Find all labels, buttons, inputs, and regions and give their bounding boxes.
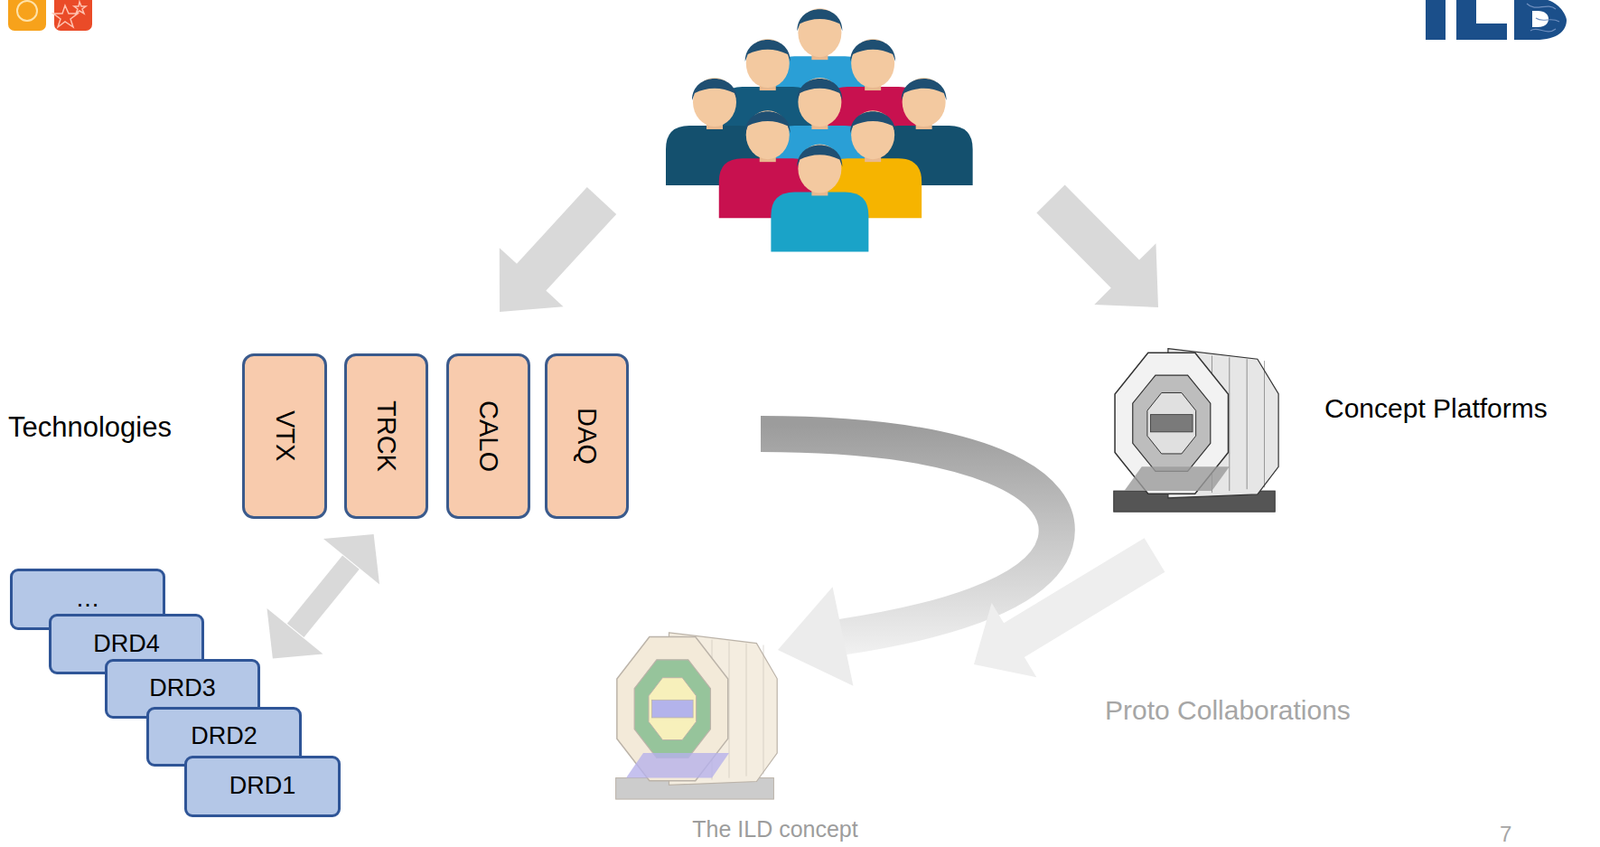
red-icon-mark xyxy=(53,1,86,28)
double-arrow-connector xyxy=(266,533,380,658)
drd-box: DRD1 xyxy=(184,755,341,817)
person-head xyxy=(746,38,790,88)
arrow-head xyxy=(266,608,323,658)
person-hair xyxy=(796,9,843,31)
detector-platform-drawing xyxy=(1113,348,1279,512)
person-head xyxy=(902,77,946,127)
box-text: TRCK xyxy=(372,400,402,472)
person-head xyxy=(851,38,895,88)
person-hair xyxy=(901,78,947,101)
ild-detector-drawing xyxy=(616,632,778,799)
connector-shaft xyxy=(295,561,351,630)
technology-box: CALO xyxy=(446,353,531,519)
logo-swirl xyxy=(1526,3,1560,32)
person-hair xyxy=(796,144,843,167)
page-number: 7 xyxy=(1499,821,1512,847)
detector-segment xyxy=(763,645,765,775)
box-text: DRD2 xyxy=(190,722,258,750)
detector-tracker xyxy=(1147,392,1197,454)
technology-box: DAQ xyxy=(544,353,629,519)
person-body xyxy=(770,191,869,252)
detector-segment xyxy=(1228,356,1230,491)
person xyxy=(770,143,869,252)
person-head xyxy=(746,110,790,160)
orange-icon xyxy=(8,0,47,31)
person-hair xyxy=(850,111,896,133)
flow-arrows xyxy=(499,185,1166,686)
person-head xyxy=(692,77,737,127)
block-arrow xyxy=(1036,185,1159,308)
box-text: DRD4 xyxy=(93,630,160,658)
detector-tracker xyxy=(648,677,697,740)
block-arrow xyxy=(973,537,1165,677)
logo-bar xyxy=(1425,0,1446,40)
logo-d xyxy=(1514,0,1567,40)
corner-icons xyxy=(8,0,93,31)
row-label: Technologies xyxy=(8,411,172,444)
person-hair xyxy=(692,78,738,101)
block-arrow xyxy=(499,187,617,312)
curved-arrow xyxy=(760,433,1058,637)
ild-logo xyxy=(1425,0,1567,40)
person-head xyxy=(797,143,842,193)
technology-box: VTX xyxy=(242,353,328,519)
image-caption: The ILD concept xyxy=(692,815,858,843)
person-head xyxy=(797,77,842,127)
people-crowd xyxy=(665,8,974,252)
orange-icon-mark xyxy=(17,0,38,21)
detector-segment xyxy=(1263,360,1265,487)
curved-arrow-head xyxy=(777,586,853,686)
detector-core xyxy=(1150,414,1194,432)
detector-segment xyxy=(746,643,748,777)
arrow-head xyxy=(323,533,380,584)
detector-calorimeter xyxy=(634,659,711,758)
logo-l xyxy=(1456,0,1507,40)
detector-core xyxy=(652,699,694,718)
detector-floor xyxy=(1123,466,1229,491)
person-head xyxy=(851,110,895,160)
detector-segment xyxy=(1246,358,1248,489)
person-hair xyxy=(745,111,791,133)
box-text: DAQ xyxy=(572,407,602,465)
box-text: CALO xyxy=(474,400,504,472)
column-label: Concept Platforms xyxy=(1324,392,1548,425)
person-hair xyxy=(796,78,843,101)
detector-calorimeter xyxy=(1132,374,1211,471)
detector-floor xyxy=(626,752,730,777)
person-hair xyxy=(745,39,791,62)
box-text: … xyxy=(75,585,101,613)
red-icon xyxy=(54,0,93,31)
person-hair xyxy=(850,39,896,62)
box-text: DRD3 xyxy=(149,674,216,702)
detector-segment xyxy=(729,641,730,778)
box-text: VTX xyxy=(270,410,300,461)
person-head xyxy=(797,8,842,57)
faded-label: Proto Collaborations xyxy=(1104,694,1351,727)
box-text: DRD1 xyxy=(229,772,297,800)
technology-box: TRCK xyxy=(344,353,429,519)
